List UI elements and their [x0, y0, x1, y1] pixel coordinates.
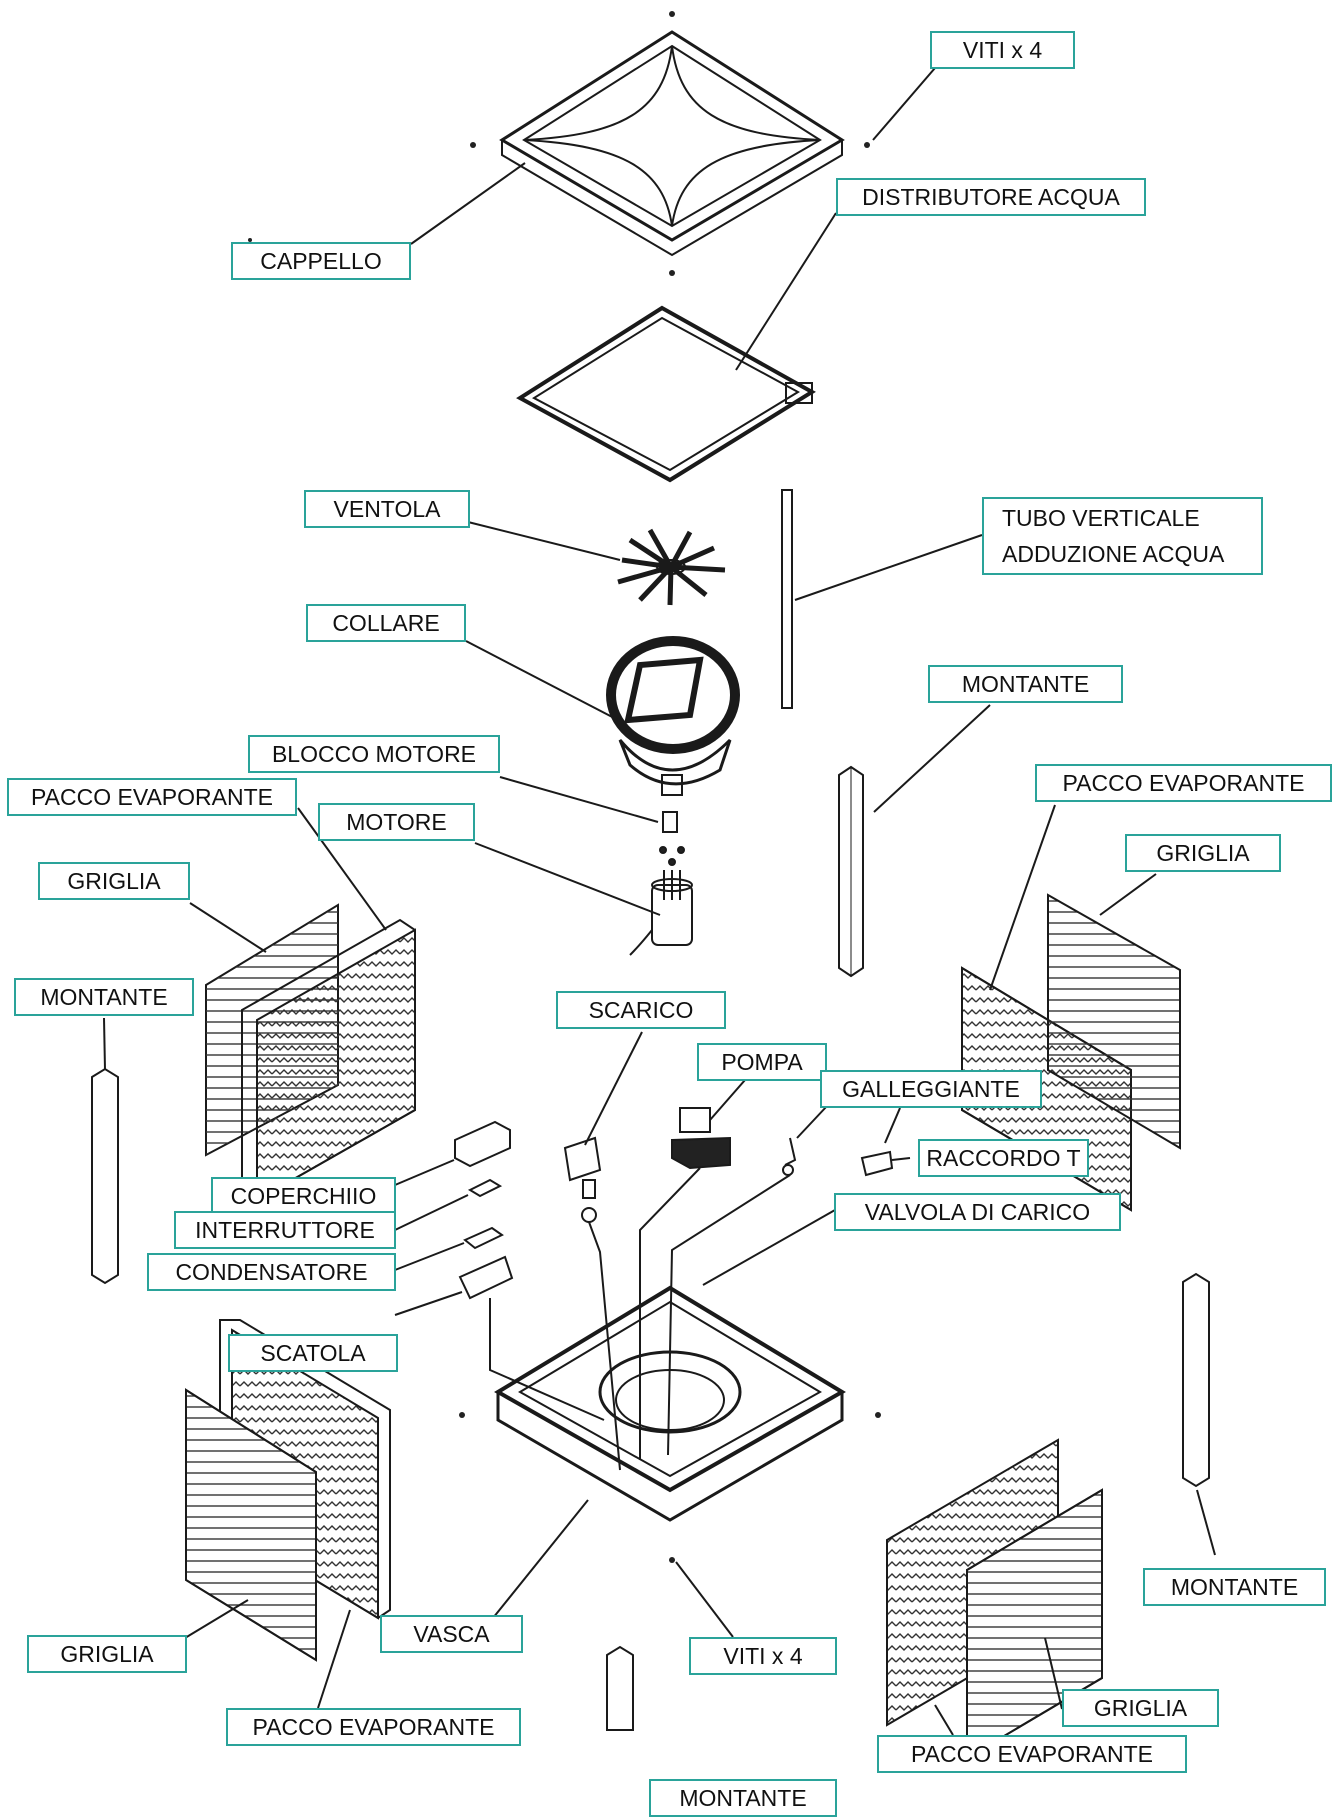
label-blocco-motore: BLOCCO MOTORE — [248, 735, 500, 773]
label-pompa: POMPA — [697, 1043, 827, 1081]
label-valvola-di-carico: VALVOLA DI CARICO — [834, 1193, 1121, 1231]
label-tubo-verticale: TUBO VERTICALE ADDUZIONE ACQUA — [982, 497, 1263, 575]
label-griglia-bottom-right: GRIGLIA — [1062, 1689, 1219, 1727]
bottom-left-grille-panel — [185, 1388, 317, 1662]
label-griglia-right: GRIGLIA — [1125, 834, 1281, 872]
upright-post-upper-right — [838, 765, 864, 978]
label-pacco-evaporante-right: PACCO EVAPORANTE — [1035, 764, 1332, 802]
fan-collar-part — [606, 636, 740, 796]
label-galleggiante: GALLEGGIANTE — [820, 1070, 1042, 1108]
label-pacco-evaporante-left: PACCO EVAPORANTE — [7, 778, 297, 816]
cap-screws — [248, 11, 870, 276]
label-montante-right-lower: MONTANTE — [1143, 1568, 1326, 1606]
upright-post-left — [91, 1067, 119, 1285]
label-viti-bottom: VITI x 4 — [689, 1637, 837, 1675]
label-vasca: VASCA — [380, 1615, 523, 1653]
label-motore: MOTORE — [318, 803, 475, 841]
label-pacco-evaporante-bottom-right: PACCO EVAPORANTE — [877, 1735, 1187, 1773]
pump-part — [671, 1107, 731, 1170]
left-evaporative-pack — [241, 918, 416, 1202]
fan-part — [617, 528, 726, 606]
electrical-components — [454, 1120, 514, 1300]
t-fitting-part — [860, 1150, 894, 1177]
label-tubo-line1: TUBO VERTICALE — [1002, 505, 1200, 531]
label-cappello: CAPPELLO — [231, 242, 411, 280]
label-montante-upper-right: MONTANTE — [928, 665, 1123, 703]
right-grille-panel — [1047, 893, 1181, 1150]
float-valve-part — [782, 1137, 797, 1176]
label-collare: COLLARE — [306, 604, 466, 642]
leader-lines — [103, 67, 1216, 1736]
label-condensatore: CONDENSATORE — [147, 1253, 396, 1291]
label-montante-left: MONTANTE — [14, 978, 194, 1016]
water-tank-part — [494, 1285, 846, 1522]
water-distributor-part — [516, 305, 816, 483]
label-coperchio: COPERCHIIO — [211, 1177, 396, 1215]
label-distributore-acqua: DISTRIBUTORE ACQUA — [836, 178, 1146, 216]
label-griglia-bottom-left: GRIGLIA — [27, 1635, 187, 1673]
label-interruttore: INTERRUTTORE — [174, 1211, 396, 1249]
label-scatola: SCATOLA — [228, 1334, 398, 1372]
vertical-pipe-part — [781, 489, 793, 709]
label-tubo-line2: ADDUZIONE ACQUA — [1002, 541, 1225, 567]
label-ventola: VENTOLA — [304, 490, 470, 528]
label-griglia-left: GRIGLIA — [38, 862, 190, 900]
drain-part — [563, 1136, 602, 1223]
tank-screws — [459, 1412, 881, 1563]
upright-post-bottom — [606, 1645, 634, 1731]
cap-part — [499, 30, 845, 257]
upright-post-right-lower — [1182, 1272, 1210, 1488]
label-viti-top: VITI x 4 — [930, 31, 1075, 69]
label-scarico: SCARICO — [556, 991, 726, 1029]
motor-part — [629, 811, 693, 956]
label-raccordo-t: RACCORDO T — [918, 1139, 1089, 1177]
label-pacco-evaporante-bottom-left: PACCO EVAPORANTE — [226, 1708, 521, 1746]
label-montante-bottom: MONTANTE — [649, 1779, 837, 1817]
